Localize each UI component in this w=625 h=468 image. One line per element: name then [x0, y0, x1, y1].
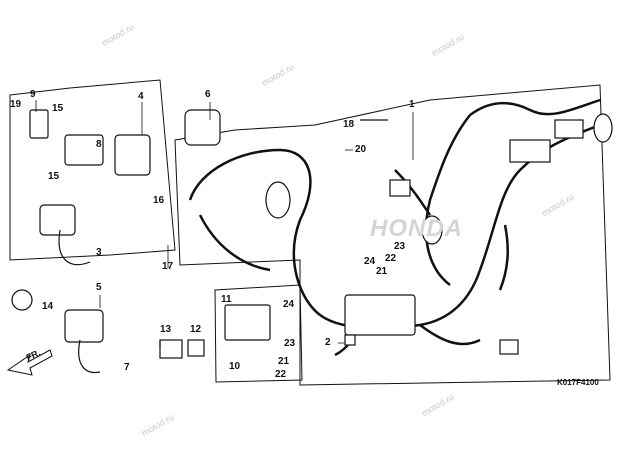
fuse-box	[344, 294, 416, 336]
callout-2: 2	[325, 337, 331, 348]
relay	[159, 339, 183, 359]
callout-4: 4	[138, 91, 144, 102]
callout-19: 19	[10, 99, 22, 110]
key-cylinder	[184, 109, 221, 146]
callout-14: 14	[42, 301, 54, 312]
callout-1: 1	[409, 99, 415, 110]
callout-24b: 24	[283, 299, 295, 310]
callout-3: 3	[96, 247, 102, 258]
callout-9: 9	[30, 89, 36, 100]
callout-22: 22	[385, 253, 397, 264]
handlebar-switch-b	[64, 309, 104, 343]
switch-wires	[58, 119, 388, 374]
callout-18: 18	[343, 119, 355, 130]
group-outlines	[9, 79, 611, 386]
callout-23b: 23	[284, 338, 296, 349]
diagram-code: K017F4100	[557, 378, 599, 387]
callout-5: 5	[96, 282, 102, 293]
handlebar-switch	[39, 204, 76, 236]
callout-24: 24	[364, 256, 376, 267]
ignition-switch	[114, 134, 151, 176]
condenser-c	[593, 113, 613, 143]
callout-21: 21	[376, 266, 388, 277]
callout-17: 17	[162, 261, 174, 272]
callout-8: 8	[96, 139, 102, 150]
callout-11: 11	[221, 294, 232, 305]
condenser-b	[421, 215, 443, 245]
callout-21b: 21	[278, 356, 290, 367]
components	[11, 109, 613, 359]
callout-13: 13	[160, 324, 172, 335]
callout-23: 23	[394, 241, 406, 252]
socket	[11, 289, 33, 311]
leader-lines	[35, 100, 414, 344]
bracket	[29, 109, 49, 139]
relay-box	[224, 304, 271, 341]
connector-c	[389, 179, 411, 197]
callout-22b: 22	[275, 369, 287, 380]
fr-arrow-icon	[6, 349, 53, 376]
callout-6: 6	[205, 89, 211, 100]
condenser	[265, 181, 291, 219]
callout-16: 16	[153, 195, 165, 206]
relay-small	[187, 339, 205, 357]
connector-a	[509, 139, 551, 163]
callout-20: 20	[355, 144, 367, 155]
harness-group-outline	[174, 84, 611, 386]
callout-7: 7	[124, 362, 130, 373]
switch-body	[64, 134, 104, 166]
callout-15b: 15	[48, 171, 60, 182]
callout-12: 12	[190, 324, 202, 335]
callout-10: 10	[229, 361, 241, 372]
switch-group-outline	[9, 79, 176, 261]
callout-15: 15	[52, 103, 64, 114]
brand-watermark: HONDA	[370, 215, 463, 242]
connector-b	[554, 119, 584, 139]
harness-clip	[499, 339, 519, 355]
fuse-cap	[344, 334, 356, 346]
relay-group-outline	[214, 284, 303, 383]
